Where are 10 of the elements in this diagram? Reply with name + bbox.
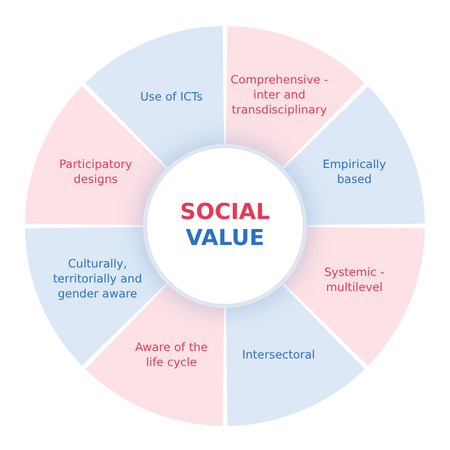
segment-label: Comprehensive - inter and transdisciplinary xyxy=(230,72,330,118)
segment-label: Intersectoral xyxy=(241,348,316,363)
segment-label: Use of ICTs xyxy=(139,89,204,104)
segment-label: Systemic - multilevel xyxy=(323,264,386,295)
center-title: SOCIAL xyxy=(180,200,270,226)
segment-label: Culturally, territorially and gender aware xyxy=(52,256,144,302)
segment-label: Aware of the life cycle xyxy=(134,340,209,370)
segment-label: Participatory designs xyxy=(58,157,134,188)
segment-label: Empirically based xyxy=(322,157,388,188)
center-title: VALUE xyxy=(186,226,264,252)
